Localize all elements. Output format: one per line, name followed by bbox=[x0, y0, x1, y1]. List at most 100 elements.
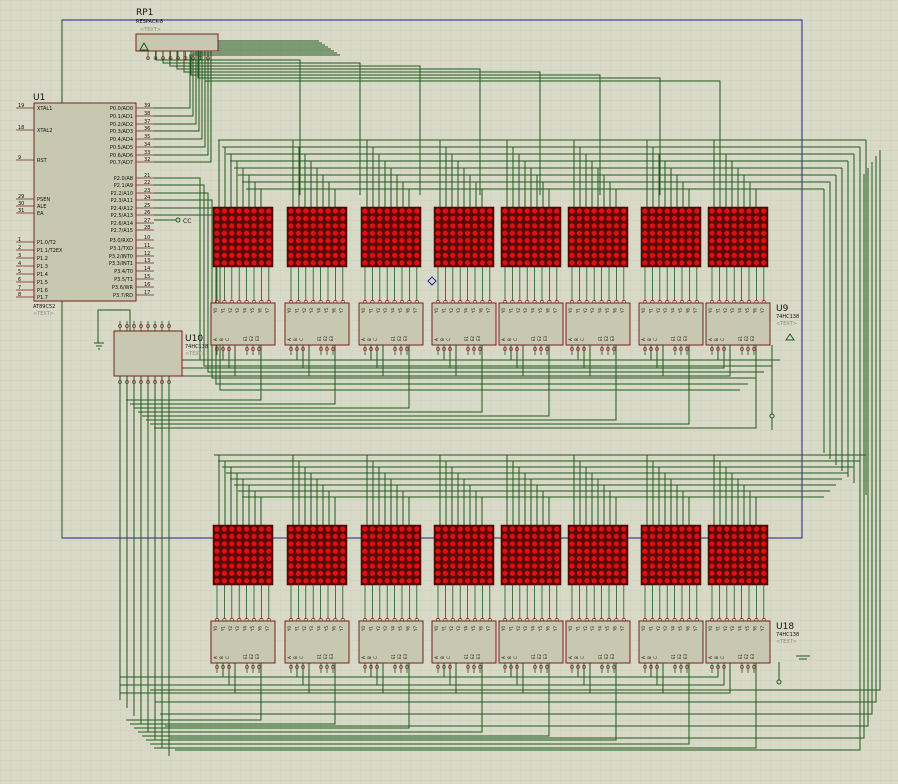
led-matrix-bottom-6[interactable] bbox=[567, 524, 629, 622]
led-dot bbox=[546, 230, 553, 236]
rp1-text: <TEXT> bbox=[140, 27, 161, 33]
led-matrix-bottom-5[interactable] bbox=[500, 524, 562, 622]
led-dot bbox=[554, 570, 560, 577]
pin-terminal bbox=[146, 56, 150, 60]
led-dot bbox=[606, 223, 612, 229]
led-dot bbox=[214, 215, 220, 221]
led-dot bbox=[554, 260, 560, 266]
decoder-pin-label: Y5 bbox=[605, 308, 610, 314]
led-matrix-bottom-8[interactable] bbox=[707, 524, 769, 622]
led-dot bbox=[532, 548, 538, 554]
led-dot bbox=[716, 563, 723, 569]
led-matrix-top-1[interactable] bbox=[212, 206, 274, 304]
led-matrix-top-6[interactable] bbox=[567, 206, 629, 304]
led-dot bbox=[532, 570, 538, 577]
u1-pin-number: 16 bbox=[144, 282, 150, 288]
led-dot bbox=[709, 548, 715, 554]
led-dot bbox=[303, 238, 309, 244]
decoder-pin-label: E2 bbox=[397, 335, 402, 341]
decoder-pin-label: E1 bbox=[531, 653, 536, 659]
led-matrix-bottom-7[interactable] bbox=[640, 524, 702, 622]
led-dot bbox=[384, 541, 390, 547]
led-dot bbox=[487, 570, 493, 577]
decoder-pin-label: Y2 bbox=[449, 626, 454, 632]
led-dot bbox=[392, 556, 398, 562]
led-matrix-bottom-1[interactable] bbox=[212, 524, 274, 622]
terminal-icon[interactable] bbox=[769, 413, 775, 419]
led-dot bbox=[442, 570, 448, 577]
terminal-icon-2[interactable] bbox=[776, 679, 782, 685]
u1-pin-name: P0.1/AD1 bbox=[110, 114, 133, 120]
led-dot bbox=[465, 563, 471, 569]
led-dot bbox=[761, 252, 767, 258]
led-dot bbox=[450, 578, 456, 584]
led-matrix-bottom-3[interactable] bbox=[360, 524, 422, 622]
led-dot bbox=[465, 208, 471, 214]
led-dot bbox=[539, 260, 545, 266]
led-dot bbox=[303, 548, 309, 554]
led-matrix-top-4[interactable] bbox=[433, 206, 495, 304]
led-dot bbox=[303, 215, 309, 221]
led-dot bbox=[731, 570, 737, 577]
led-matrix-top-2[interactable] bbox=[286, 206, 348, 304]
led-dot bbox=[546, 548, 553, 554]
led-dot bbox=[664, 223, 670, 229]
pin-terminal bbox=[325, 347, 329, 351]
led-matrix-bottom-4[interactable] bbox=[433, 524, 495, 622]
power-terminal-icon[interactable] bbox=[175, 217, 181, 223]
led-dot bbox=[753, 208, 760, 214]
decoder-pin-label: Y5 bbox=[678, 308, 683, 314]
led-dot bbox=[664, 245, 670, 251]
decoder-pin-label: Y5 bbox=[324, 308, 329, 314]
led-dot bbox=[606, 548, 612, 554]
led-matrix-body bbox=[567, 206, 629, 268]
rp1-component[interactable]: RP1 RESPACK-8 <TEXT> bbox=[135, 8, 219, 60]
led-matrix-top-8[interactable] bbox=[707, 206, 769, 304]
u18-ref: U18 bbox=[776, 622, 794, 632]
led-dot bbox=[591, 556, 597, 562]
pin-terminal bbox=[301, 665, 305, 669]
led-dot bbox=[509, 563, 515, 569]
u10-decoder[interactable]: U10 74HC138 <TEXT> bbox=[113, 321, 208, 386]
led-dot bbox=[642, 238, 648, 244]
led-matrix-top-3[interactable] bbox=[360, 206, 422, 304]
led-dot bbox=[524, 260, 530, 266]
led-dot bbox=[362, 578, 368, 584]
decoder-pin-label: B bbox=[219, 338, 224, 341]
led-matrix-top-5[interactable] bbox=[500, 206, 562, 304]
led-matrix-top-7[interactable] bbox=[640, 206, 702, 304]
decoder-pin-label: Y6 bbox=[545, 308, 550, 314]
led-dot bbox=[229, 548, 235, 554]
led-dot bbox=[524, 215, 530, 221]
led-dot bbox=[318, 526, 324, 532]
led-matrix-bottom-2[interactable] bbox=[286, 524, 348, 622]
u1-pin-name: P1.3 bbox=[37, 264, 48, 270]
led-dot bbox=[709, 526, 715, 532]
led-dot bbox=[369, 208, 375, 214]
led-dot bbox=[576, 245, 583, 251]
led-dot bbox=[325, 563, 331, 569]
u1-pin-name: EA bbox=[37, 211, 44, 217]
led-dot bbox=[457, 238, 463, 244]
led-dot bbox=[258, 570, 264, 577]
led-dot bbox=[318, 570, 324, 577]
led-dot bbox=[606, 541, 612, 547]
decoder-pin-label: Y6 bbox=[612, 308, 617, 314]
